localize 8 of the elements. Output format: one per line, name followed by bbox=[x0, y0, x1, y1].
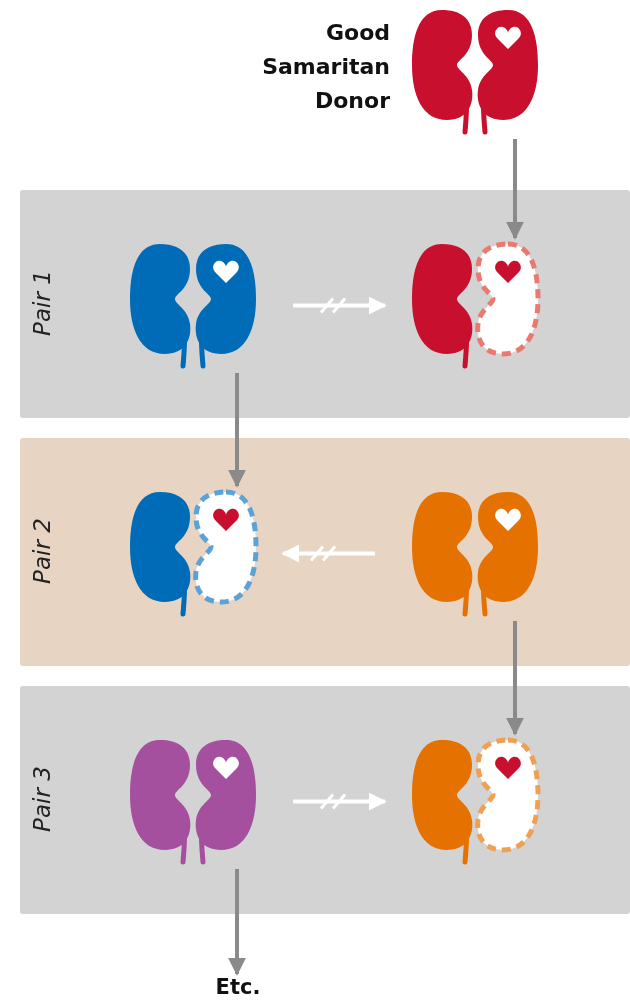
pair-band bbox=[20, 190, 630, 418]
pair-label: Pair 1 bbox=[29, 269, 55, 338]
donor-label: Good Samaritan Donor bbox=[261, 19, 390, 116]
pair-band bbox=[20, 438, 630, 666]
etc-label: Etc. bbox=[200, 974, 276, 1002]
pair-label: Pair 2 bbox=[29, 517, 55, 586]
pair-band bbox=[20, 686, 630, 914]
pair-label: Pair 3 bbox=[29, 765, 55, 834]
